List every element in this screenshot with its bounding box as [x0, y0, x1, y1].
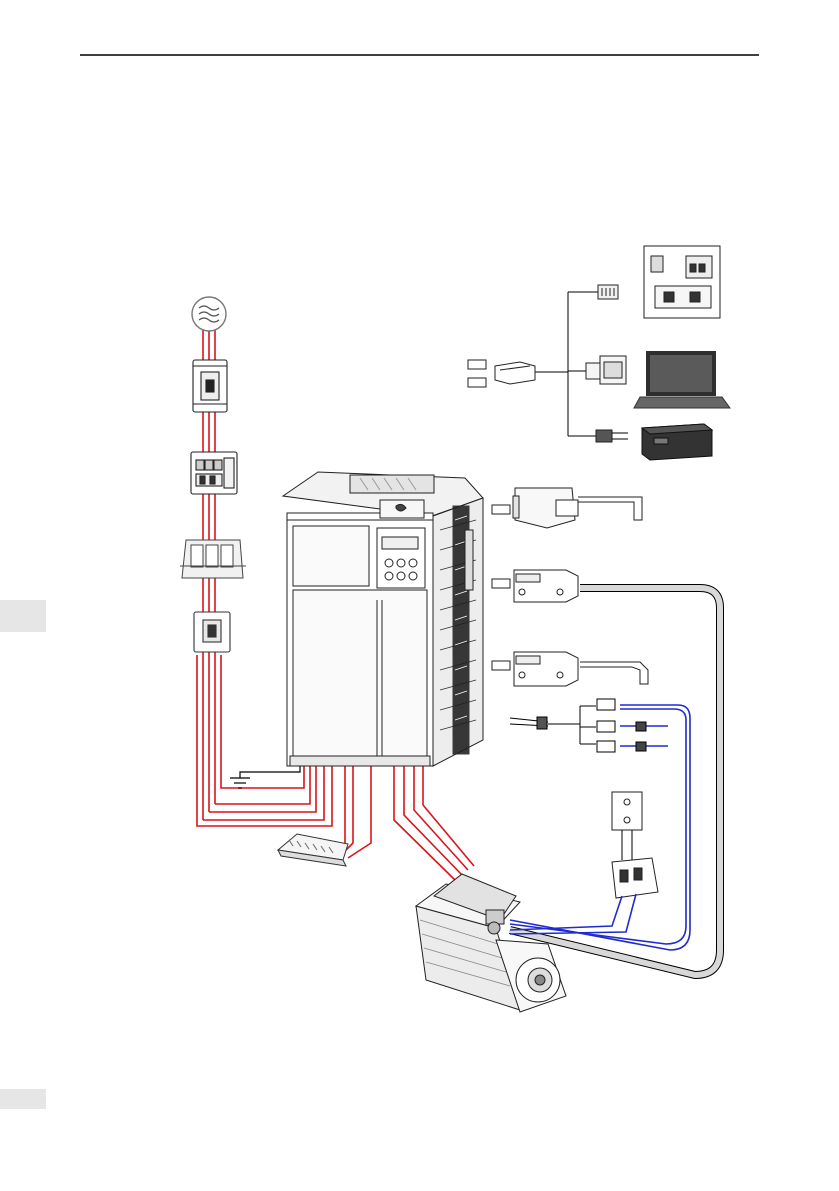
communication-connector	[468, 360, 535, 387]
ground-symbol	[230, 766, 300, 788]
ac-supply-symbol	[192, 297, 226, 331]
brake-terminal	[510, 858, 658, 934]
servo-motor	[416, 874, 566, 1012]
keypad	[377, 528, 425, 588]
keypad-panel-device	[644, 246, 720, 318]
input-reactor	[180, 540, 246, 578]
io-connector	[492, 488, 642, 528]
contactor	[191, 452, 237, 494]
plc	[642, 424, 712, 460]
db9-connector	[586, 356, 626, 384]
braking-resistor	[278, 834, 348, 866]
terminal-wires	[596, 430, 628, 442]
laptop	[634, 351, 730, 408]
circuit-breaker	[193, 360, 227, 412]
relay-module	[612, 792, 642, 860]
rj45-plug	[598, 285, 618, 299]
signal-wire-bundle	[510, 699, 690, 950]
db9-connector-2	[492, 652, 648, 686]
input-filter	[194, 612, 230, 652]
encoder-connector	[492, 570, 578, 602]
servo-drive	[283, 472, 483, 766]
